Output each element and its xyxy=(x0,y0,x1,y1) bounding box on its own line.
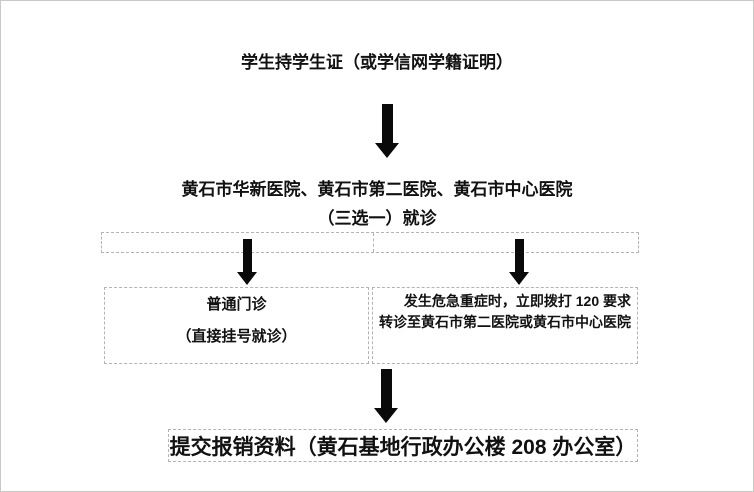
arrow-head xyxy=(509,272,529,285)
arrow-down-left-icon xyxy=(237,239,257,285)
outpatient-note: （直接挂号就诊） xyxy=(176,328,297,345)
arrow-head xyxy=(237,272,257,285)
arrow-shaft xyxy=(514,239,524,272)
arrow-head xyxy=(374,408,398,423)
step-hospital-choice-text: 黄石市华新医院、黄石市第二医院、黄石市中心医院 （三选一）就诊 xyxy=(1,175,753,233)
choose-one-line: （三选一）就诊 xyxy=(317,209,437,228)
submit-materials-box: 提交报销资料（黄石基地行政办公楼 208 办公室） xyxy=(168,429,638,462)
branch-split-divider xyxy=(373,233,374,252)
emergency-line-1: 发生危急重症时，立即拨打 120 要求 xyxy=(403,293,631,309)
step-student-credential-text: 学生持学生证（或学信网学籍证明） xyxy=(241,53,513,72)
arrow-head xyxy=(375,143,399,158)
arrow-shaft xyxy=(380,369,392,408)
arrow-down-right-icon xyxy=(509,239,529,285)
outpatient-title: 普通门诊 xyxy=(206,296,267,313)
emergency-line-2: 转诊至黄石市第二医院或黄石市中心医院 xyxy=(379,314,631,330)
arrow-shaft xyxy=(381,104,393,143)
branch-split-strip xyxy=(101,232,639,253)
branch-outpatient-box: 普通门诊 （直接挂号就诊） xyxy=(104,287,369,364)
hospital-list-line: 黄石市华新医院、黄石市第二医院、黄石市中心医院 xyxy=(181,180,573,199)
arrow-shaft xyxy=(242,239,252,272)
arrow-down-icon xyxy=(374,369,398,423)
branch-emergency-box: 发生危急重症时，立即拨打 120 要求 转诊至黄石市第二医院或黄石市中心医院 xyxy=(372,287,638,364)
arrow-down-icon xyxy=(375,104,399,158)
submit-materials-text: 提交报销资料（黄石基地行政办公楼 208 办公室） xyxy=(169,435,637,459)
